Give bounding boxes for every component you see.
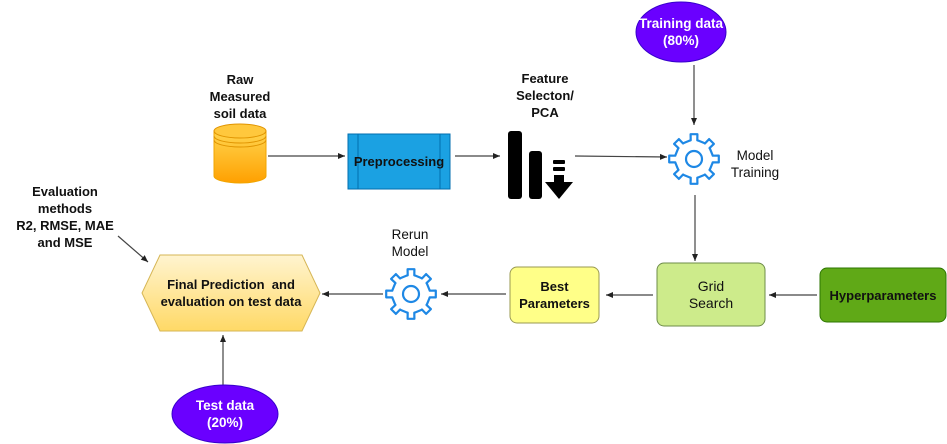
gear-outline bbox=[385, 268, 437, 320]
best-parameters-label: Best Parameters bbox=[510, 267, 599, 323]
sort-descending-bars-icon bbox=[508, 131, 573, 199]
model-training-line2: Training bbox=[730, 165, 780, 180]
evaluation-methods-line4: and MSE bbox=[37, 235, 93, 250]
gear-hub bbox=[401, 284, 421, 304]
training-data-ellipse[interactable] bbox=[635, 1, 727, 63]
raw-data-label-line1: Raw bbox=[226, 72, 254, 87]
final-prediction-line2: evaluation on test data bbox=[160, 294, 302, 309]
rerun-model-line1: Rerun bbox=[391, 227, 429, 242]
gear-outline bbox=[668, 133, 720, 185]
rerun-model-label: Rerun Model bbox=[375, 226, 445, 260]
preprocessing-box[interactable] bbox=[347, 133, 451, 190]
feature-selection-line1: Feature bbox=[521, 71, 569, 86]
best-parameters-line1: Best bbox=[540, 279, 569, 294]
feature-selection-label: Feature Selecton/ PCA bbox=[490, 70, 600, 121]
hyperparameters-text: Hyperparameters bbox=[829, 287, 937, 303]
feature-selection-line2: Selecton/ bbox=[516, 88, 574, 103]
raw-data-label-line3: soil data bbox=[213, 106, 267, 121]
training-data-line2: (80%) bbox=[662, 33, 699, 48]
raw-data-label-line2: Measured bbox=[209, 89, 271, 104]
database-icon bbox=[213, 123, 267, 184]
hyperparameters-label: Hyperparameters bbox=[820, 268, 946, 322]
final-prediction-label: Final Prediction and evaluation on test … bbox=[142, 255, 320, 331]
rerun-model-line2: Model bbox=[391, 244, 429, 259]
evaluation-methods-line3: R2, RMSE, MAE bbox=[16, 218, 114, 233]
test-data-label: Test data (20%) bbox=[172, 385, 278, 443]
hyperparameters-box[interactable] bbox=[819, 267, 947, 323]
training-data-label: Training data (80%) bbox=[636, 2, 726, 62]
gear-hub bbox=[684, 149, 704, 169]
test-data-line2: (20%) bbox=[206, 415, 243, 430]
grid-search-box[interactable] bbox=[656, 262, 766, 327]
final-prediction-line1: Final Prediction and bbox=[167, 277, 295, 292]
preprocessing-text: Preprocessing bbox=[353, 154, 445, 169]
best-parameters-line2: Parameters bbox=[519, 296, 590, 311]
evaluation-methods-line1: Evaluation bbox=[32, 184, 98, 199]
gear-icon bbox=[668, 133, 720, 185]
evaluation-methods-line2: methods bbox=[37, 201, 93, 216]
grid-search-line2: Search bbox=[688, 294, 734, 311]
grid-search-label: Grid Search bbox=[657, 263, 765, 326]
raw-data-label: Raw Measured soil data bbox=[195, 71, 285, 122]
feature-selection-line3: PCA bbox=[531, 105, 559, 120]
evaluation-methods-label: Evaluation methods R2, RMSE, MAE and MSE bbox=[5, 183, 125, 251]
training-data-line1: Training data bbox=[638, 16, 723, 31]
test-data-line1: Test data bbox=[195, 398, 255, 413]
edge-eval-to-final bbox=[117, 235, 149, 263]
model-training-label: Model Training bbox=[720, 147, 790, 181]
test-data-ellipse[interactable] bbox=[171, 384, 279, 444]
model-training-line1: Model bbox=[736, 148, 774, 163]
edge-feature-to-training bbox=[574, 153, 668, 160]
final-prediction-hexagon[interactable] bbox=[141, 254, 321, 332]
preprocessing-label: Preprocessing bbox=[348, 134, 450, 189]
best-parameters-box[interactable] bbox=[509, 266, 600, 324]
grid-search-line1: Grid bbox=[697, 277, 725, 294]
gear-icon bbox=[385, 268, 437, 320]
